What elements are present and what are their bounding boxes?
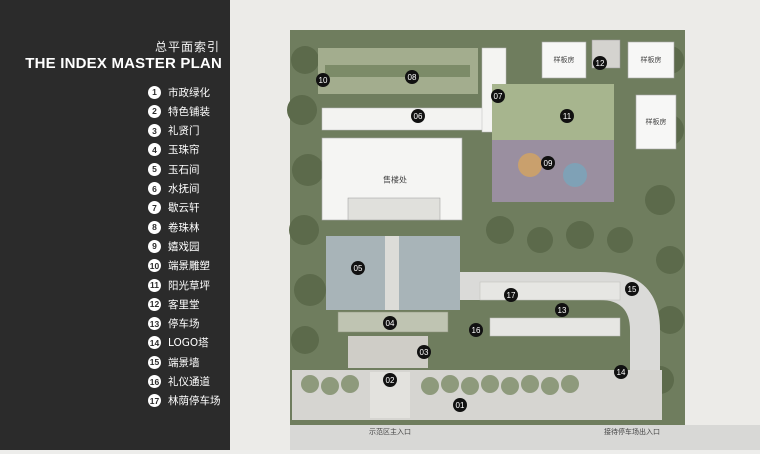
plan-marker: 04 <box>383 316 397 330</box>
legend-label: 礼贤门 <box>168 125 200 138</box>
legend-item: 14 LOGO塔 <box>148 335 209 351</box>
plan-marker: 01 <box>453 398 467 412</box>
legend-label: 端景墙 <box>168 356 200 369</box>
legend-label: 礼仪通道 <box>168 376 210 388</box>
legend-item: 8 卷珠林 <box>148 219 200 235</box>
legend-item: 2 特色铺装 <box>148 103 210 119</box>
legend-number: 10 <box>148 259 161 273</box>
legend-number: 14 <box>148 336 161 350</box>
legend-item: 1 市政绿化 <box>148 84 210 100</box>
gate-area <box>348 336 428 368</box>
plan-marker: 11 <box>560 109 574 123</box>
label-sales-office: 售楼处 <box>383 175 407 185</box>
legend-number: 7 <box>148 201 161 215</box>
plaza-trees <box>301 375 579 395</box>
legend-item: 16 礼仪通道 <box>148 374 210 390</box>
plan-marker: 03 <box>417 345 431 359</box>
legend-label: LOGO塔 <box>168 337 209 350</box>
legend-label: 特色铺装 <box>168 105 210 118</box>
legend-label: 玉石间 <box>168 163 200 176</box>
legend-item: 9 嬉戏园 <box>148 238 200 254</box>
legend-item: 11 阳光草坪 <box>148 277 210 293</box>
plan-marker: 16 <box>469 323 483 337</box>
legend-item: 13 停车场 <box>148 316 200 332</box>
show-house-2 <box>627 41 675 79</box>
legend-item: 5 玉石间 <box>148 161 200 177</box>
legend-item: 15 端景墙 <box>148 354 200 370</box>
master-plan: 01 02 03 04 05 06 07 08 09 10 11 12 13 14 15 16 17 售楼处 样… <box>230 0 760 450</box>
plan-marker: 05 <box>351 261 365 275</box>
plan-marker: 13 <box>555 303 569 317</box>
legend-label: 端景雕塑 <box>168 260 210 273</box>
legend-number: 9 <box>148 239 161 253</box>
legend-label: 市政绿化 <box>168 86 210 99</box>
legend-item: 3 礼贤门 <box>148 123 200 139</box>
plan-marker: 09 <box>541 156 555 170</box>
legend-number: 13 <box>148 317 161 331</box>
tree-canopy <box>287 46 684 394</box>
legend-label: 客里堂 <box>168 298 200 311</box>
plan-marker: 08 <box>405 70 419 84</box>
legend-item: 17 林荫停车场 <box>148 393 221 409</box>
site-plan-drawing <box>230 0 760 450</box>
label-show-house-1: 样板房 <box>553 56 575 64</box>
legend-item: 10 端景雕塑 <box>148 258 210 274</box>
plan-marker: 10 <box>316 73 330 87</box>
label-parking-entrance: 接待停车场出入口 <box>604 428 660 436</box>
bottom-road <box>290 425 760 450</box>
legend-label: 水抚间 <box>168 183 200 195</box>
legend-label: 嬉戏园 <box>168 240 200 253</box>
legend-number: 4 <box>148 143 161 157</box>
plan-marker: 12 <box>593 56 607 70</box>
legend-number: 3 <box>148 124 161 138</box>
plan-marker: 17 <box>504 288 518 302</box>
legend-number: 1 <box>148 85 161 99</box>
title-english: THE INDEX MASTER PLAN <box>25 55 222 72</box>
legend-label: 玉珠帘 <box>168 144 200 157</box>
title-chinese: 总平面索引 <box>154 40 220 54</box>
playground <box>492 140 614 202</box>
legend-number: 11 <box>148 278 161 292</box>
legend-label: 卷珠林 <box>168 221 200 234</box>
plan-marker: 02 <box>383 373 397 387</box>
legend-number: 16 <box>148 375 161 388</box>
legend-number: 12 <box>148 297 161 311</box>
legend-label: 歇云轩 <box>168 202 200 215</box>
parking-lot <box>479 281 621 301</box>
legend-label: 林荫停车场 <box>168 395 221 408</box>
label-show-house-2: 样板房 <box>640 56 662 64</box>
plan-marker: 14 <box>614 365 628 379</box>
plan-marker: 15 <box>625 282 639 296</box>
plan-marker: 07 <box>491 89 505 103</box>
plan-marker: 06 <box>411 109 425 123</box>
legend-number: 6 <box>148 182 161 195</box>
label-main-entrance: 示范区主入口 <box>369 428 411 436</box>
show-house-3 <box>635 94 677 150</box>
legend-number: 5 <box>148 162 161 176</box>
legend-item: 12 客里堂 <box>148 296 200 312</box>
legend-item: 6 水抚间 <box>148 181 200 197</box>
legend-number: 8 <box>148 220 161 234</box>
legend-label: 阳光草坪 <box>168 279 210 292</box>
legend-number: 17 <box>148 394 161 408</box>
label-show-house-3: 样板房 <box>645 118 667 126</box>
legend-item: 7 歇云轩 <box>148 200 200 216</box>
legend-number: 2 <box>148 104 161 118</box>
legend-number: 15 <box>148 355 161 369</box>
show-house-1 <box>541 41 587 79</box>
sunny-lawn <box>492 84 614 144</box>
legend-item: 4 玉珠帘 <box>148 142 200 158</box>
legend-label: 停车场 <box>168 318 200 331</box>
